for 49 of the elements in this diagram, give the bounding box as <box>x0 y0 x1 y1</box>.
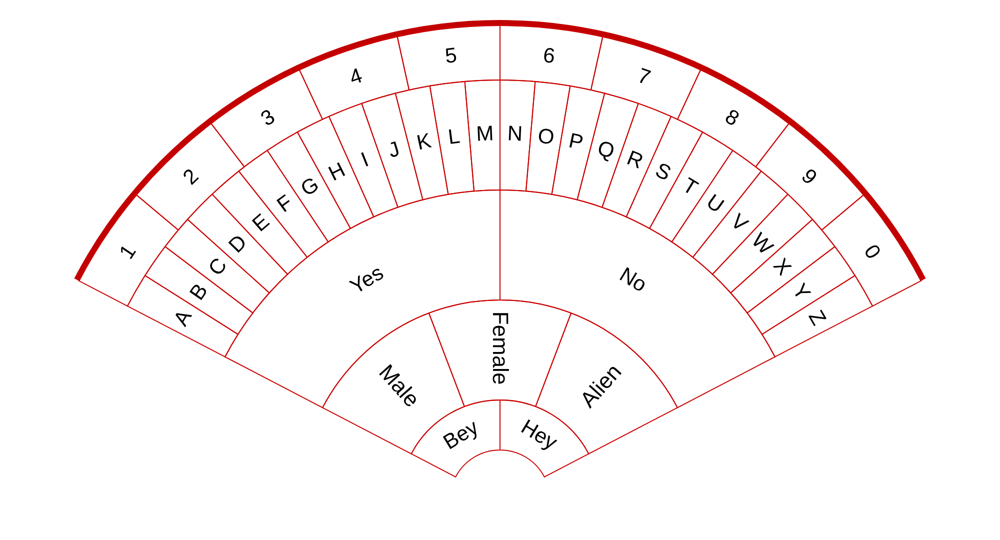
segment-label: Female <box>489 311 511 385</box>
segment-label: Yes <box>346 262 387 298</box>
segment-label: F <box>273 192 296 216</box>
segment-label: S <box>652 160 674 185</box>
segment-label: O <box>536 125 556 148</box>
segment-label: 4 <box>347 64 366 89</box>
segment-label: 9 <box>798 165 821 189</box>
segment-label: 5 <box>444 44 458 67</box>
segment-label: Y <box>788 280 814 304</box>
wheel-segment <box>396 24 502 91</box>
wheel-segment <box>463 79 501 193</box>
segment-label: Hey <box>518 416 561 454</box>
segment-label: I <box>358 148 372 171</box>
segment-label: 1 <box>116 240 140 262</box>
wheel-segment <box>126 274 239 358</box>
segment-label: L <box>446 126 462 148</box>
wheel-segment <box>298 35 411 121</box>
segment-label: G <box>298 174 323 200</box>
wheel-segment <box>820 193 923 308</box>
segment-label: 6 <box>542 44 556 67</box>
segment-label: H <box>326 160 348 186</box>
segment-label: Q <box>595 137 617 162</box>
segment-label: C <box>204 254 231 280</box>
wheel-segment <box>499 24 604 91</box>
segment-label: 2 <box>179 165 202 189</box>
segment-label: Z <box>804 306 830 328</box>
segment-label: 7 <box>634 64 653 89</box>
segment-label: K <box>414 130 433 154</box>
segment-label: U <box>703 191 728 218</box>
segment-label: 0 <box>860 240 884 262</box>
segment-label: 3 <box>258 106 279 130</box>
segment-label: A <box>170 306 196 329</box>
segment-label: D <box>225 231 251 258</box>
segment-label: P <box>567 130 586 154</box>
wheel-segment <box>427 299 573 408</box>
segment-label: N <box>507 124 524 146</box>
segment-label: Bey <box>440 416 482 454</box>
wheel-segment <box>754 122 865 232</box>
segment-label: 8 <box>721 106 742 130</box>
segment-label: J <box>386 138 402 162</box>
segment-label: B <box>186 280 212 304</box>
segment-label: E <box>248 210 273 236</box>
segment-label: R <box>624 147 646 172</box>
wheel-segment <box>589 35 702 121</box>
segment-label: No <box>616 264 650 296</box>
wheel-segment <box>648 131 734 243</box>
segment-label: T <box>678 174 701 200</box>
segment-label: M <box>475 123 494 146</box>
wheel-segment <box>761 274 874 358</box>
